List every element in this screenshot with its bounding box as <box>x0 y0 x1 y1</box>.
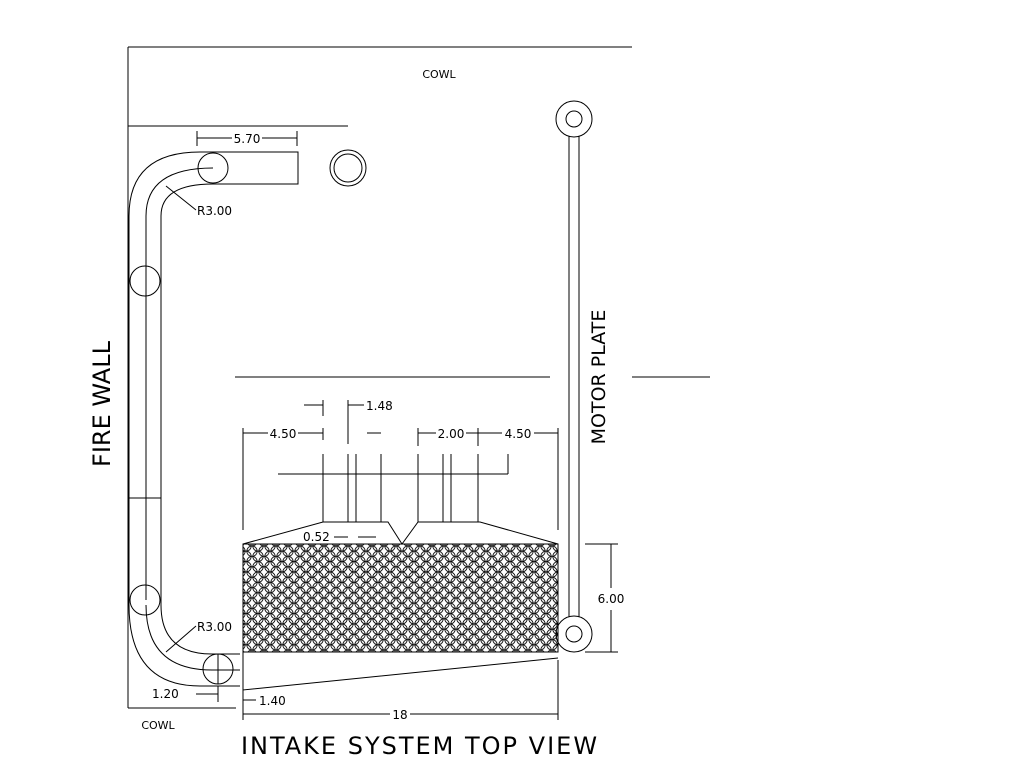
filter-box <box>242 521 559 691</box>
intake-pipe <box>128 151 299 687</box>
dim-box-length: 18 <box>392 708 407 722</box>
dim-radius-top: R3.00 <box>197 204 232 218</box>
dim-pipe-top-length: 5.70 <box>234 132 261 146</box>
drawing-title: INTAKE SYSTEM TOP VIEW <box>241 732 599 760</box>
dim-box-height: 6.00 <box>598 592 625 606</box>
cowl-bottom-label: COWL <box>141 719 175 732</box>
motor-plate <box>555 100 593 653</box>
dim-bottom-offset: 1.20 <box>152 687 179 701</box>
dim-right-width: 4.50 <box>505 427 532 441</box>
dim-runner-offset: 1.48 <box>366 399 393 413</box>
fitting-circle <box>329 149 367 187</box>
runners <box>278 454 509 522</box>
dim-radius-bottom: R3.00 <box>197 620 232 634</box>
dimension-lines <box>165 131 618 720</box>
cowl-top-label: COWL <box>422 68 456 81</box>
dim-bottom-gap: 1.40 <box>259 694 286 708</box>
fire-wall-label: FIRE WALL <box>88 340 116 467</box>
dim-center-gap: 2.00 <box>438 427 465 441</box>
motor-plate-label: MOTOR PLATE <box>588 310 610 445</box>
dim-left-width: 4.50 <box>270 427 297 441</box>
dim-throat: 0.52 <box>303 530 330 544</box>
cowl-frame <box>127 46 632 709</box>
